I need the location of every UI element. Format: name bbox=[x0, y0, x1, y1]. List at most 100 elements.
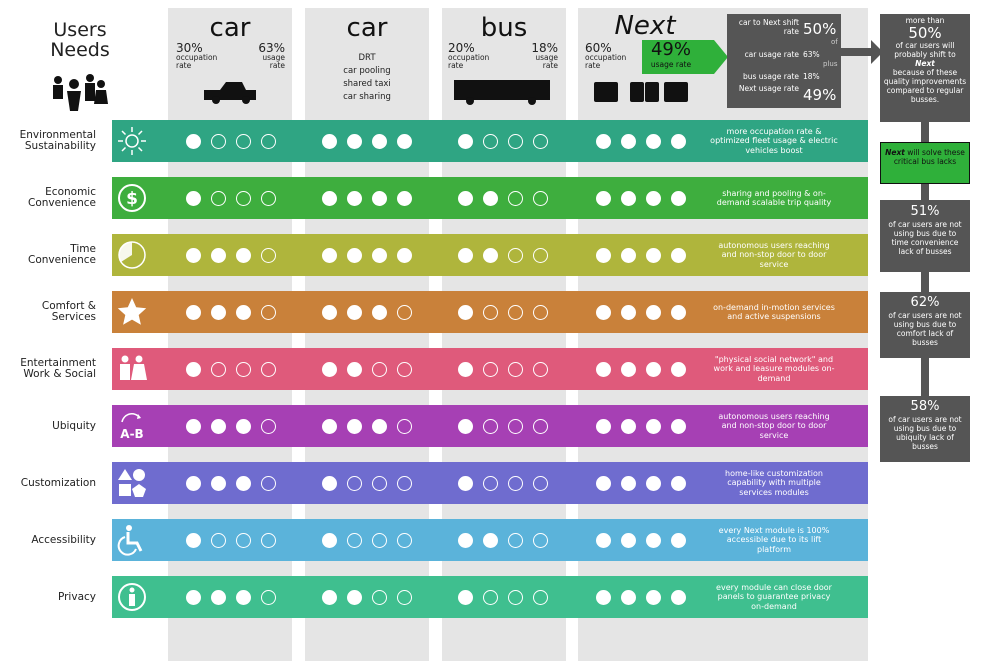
rating-economic-convenience-col1 bbox=[186, 177, 276, 219]
filled-dot bbox=[621, 133, 636, 149]
bus-occupation-stat: 20%occupation rate bbox=[448, 42, 489, 70]
filled-dot bbox=[671, 361, 686, 377]
empty-dot bbox=[483, 418, 498, 434]
empty-dot bbox=[261, 418, 276, 434]
rating-customization-col2 bbox=[322, 462, 412, 504]
car-silhouette-icon bbox=[200, 80, 260, 108]
row-desc-economic-convenience: sharing and pooling & on-demand scalable… bbox=[716, 188, 832, 208]
a-to-b-icon: A-B bbox=[112, 405, 152, 447]
filled-dot bbox=[671, 589, 686, 605]
rating-ubiquity-col4 bbox=[596, 405, 686, 447]
filled-dot bbox=[347, 361, 362, 377]
rating-entertainment-work-social-col1 bbox=[186, 348, 276, 390]
row-label-ubiquity: Ubiquity bbox=[52, 419, 96, 432]
filled-dot bbox=[596, 532, 611, 548]
empty-dot bbox=[261, 247, 276, 263]
time-stat-pct: 51% bbox=[910, 204, 940, 219]
clock-icon bbox=[112, 234, 152, 276]
filled-dot bbox=[211, 247, 226, 263]
rating-customization-col4 bbox=[596, 462, 686, 504]
empty-dot bbox=[372, 475, 387, 491]
filled-dot bbox=[372, 418, 387, 434]
next-solves-text: will solve these critical bus lacks bbox=[893, 148, 965, 166]
rating-environmental-sustainability-col3 bbox=[458, 120, 548, 162]
calc-next-usage-label: Next usage rate bbox=[738, 84, 799, 93]
connector-4 bbox=[921, 358, 929, 396]
filled-dot bbox=[646, 475, 661, 491]
shift-summary-l3: because of these quality improvements co… bbox=[883, 68, 967, 104]
empty-dot bbox=[483, 361, 498, 377]
filled-dot bbox=[458, 247, 473, 263]
filled-dot bbox=[211, 418, 226, 434]
bus-occupation-value: 20% bbox=[448, 41, 475, 55]
empty-dot bbox=[397, 589, 412, 605]
empty-dot bbox=[397, 532, 412, 548]
rating-customization-col1 bbox=[186, 462, 276, 504]
filled-dot bbox=[322, 247, 337, 263]
rating-privacy-col2 bbox=[322, 576, 412, 618]
bus-occupation-label: occupation rate bbox=[448, 53, 490, 70]
filled-dot bbox=[621, 247, 636, 263]
rating-accessibility-col1 bbox=[186, 519, 276, 561]
rating-ubiquity-col1 bbox=[186, 405, 276, 447]
filled-dot bbox=[596, 190, 611, 206]
empty-dot bbox=[508, 190, 523, 206]
rating-time-convenience-col4 bbox=[596, 234, 686, 276]
empty-dot bbox=[397, 361, 412, 377]
row-label-accessibility: Accessibility bbox=[31, 533, 96, 546]
filled-dot bbox=[458, 304, 473, 320]
filled-dot bbox=[322, 361, 337, 377]
filled-dot bbox=[483, 247, 498, 263]
calc-car-usage-value: 63% bbox=[803, 50, 820, 59]
filled-dot bbox=[322, 418, 337, 434]
calc-bus-usage-value: 18% bbox=[803, 72, 820, 81]
row-label-economic-convenience: Economic Convenience bbox=[27, 186, 96, 209]
empty-dot bbox=[508, 475, 523, 491]
next-usage-value: 49% bbox=[650, 39, 691, 60]
filled-dot bbox=[646, 418, 661, 434]
filled-dot bbox=[211, 475, 226, 491]
empty-dot bbox=[372, 532, 387, 548]
shift-summary-brand: Next bbox=[915, 59, 935, 68]
connector-3 bbox=[921, 272, 929, 292]
rating-privacy-col3 bbox=[458, 576, 548, 618]
filled-dot bbox=[347, 418, 362, 434]
empty-dot bbox=[533, 190, 548, 206]
next-occupation-label: occupation rate bbox=[585, 53, 627, 70]
empty-dot bbox=[508, 133, 523, 149]
rating-comfort-services-col2 bbox=[322, 291, 412, 333]
empty-dot bbox=[372, 361, 387, 377]
wheelchair-icon bbox=[112, 519, 152, 561]
filled-dot bbox=[646, 133, 661, 149]
empty-dot bbox=[236, 532, 251, 548]
calc-of: of bbox=[831, 38, 838, 46]
filled-dot bbox=[322, 304, 337, 320]
row-label-environmental-sustainability: Environmental Sustainability bbox=[19, 129, 96, 152]
empty-dot bbox=[347, 532, 362, 548]
filled-dot bbox=[236, 247, 251, 263]
empty-dot bbox=[261, 532, 276, 548]
filled-dot bbox=[596, 361, 611, 377]
empty-dot bbox=[211, 190, 226, 206]
time-stat-text: of car users are not using bus due to ti… bbox=[888, 220, 962, 256]
empty-dot bbox=[508, 589, 523, 605]
empty-dot bbox=[261, 133, 276, 149]
rating-accessibility-col4 bbox=[596, 519, 686, 561]
filled-dot bbox=[322, 133, 337, 149]
filled-dot bbox=[186, 418, 201, 434]
row-label-customization: Customization bbox=[20, 476, 96, 489]
empty-dot bbox=[533, 304, 548, 320]
filled-dot bbox=[458, 532, 473, 548]
car-usage-stat: 63%usage rate bbox=[255, 42, 285, 70]
empty-dot bbox=[261, 304, 276, 320]
empty-dot bbox=[236, 190, 251, 206]
filled-dot bbox=[372, 247, 387, 263]
shift-summary-box: more than 50% of car users will probably… bbox=[880, 14, 970, 122]
next-solves-box: Next will solve these critical bus lacks bbox=[880, 142, 970, 184]
rating-entertainment-work-social-col3 bbox=[458, 348, 548, 390]
rating-comfort-services-col3 bbox=[458, 291, 548, 333]
row-label-entertainment-work-social: Entertainment Work & Social bbox=[20, 357, 96, 380]
filled-dot bbox=[458, 133, 473, 149]
connector-1 bbox=[921, 122, 929, 142]
empty-dot bbox=[236, 133, 251, 149]
